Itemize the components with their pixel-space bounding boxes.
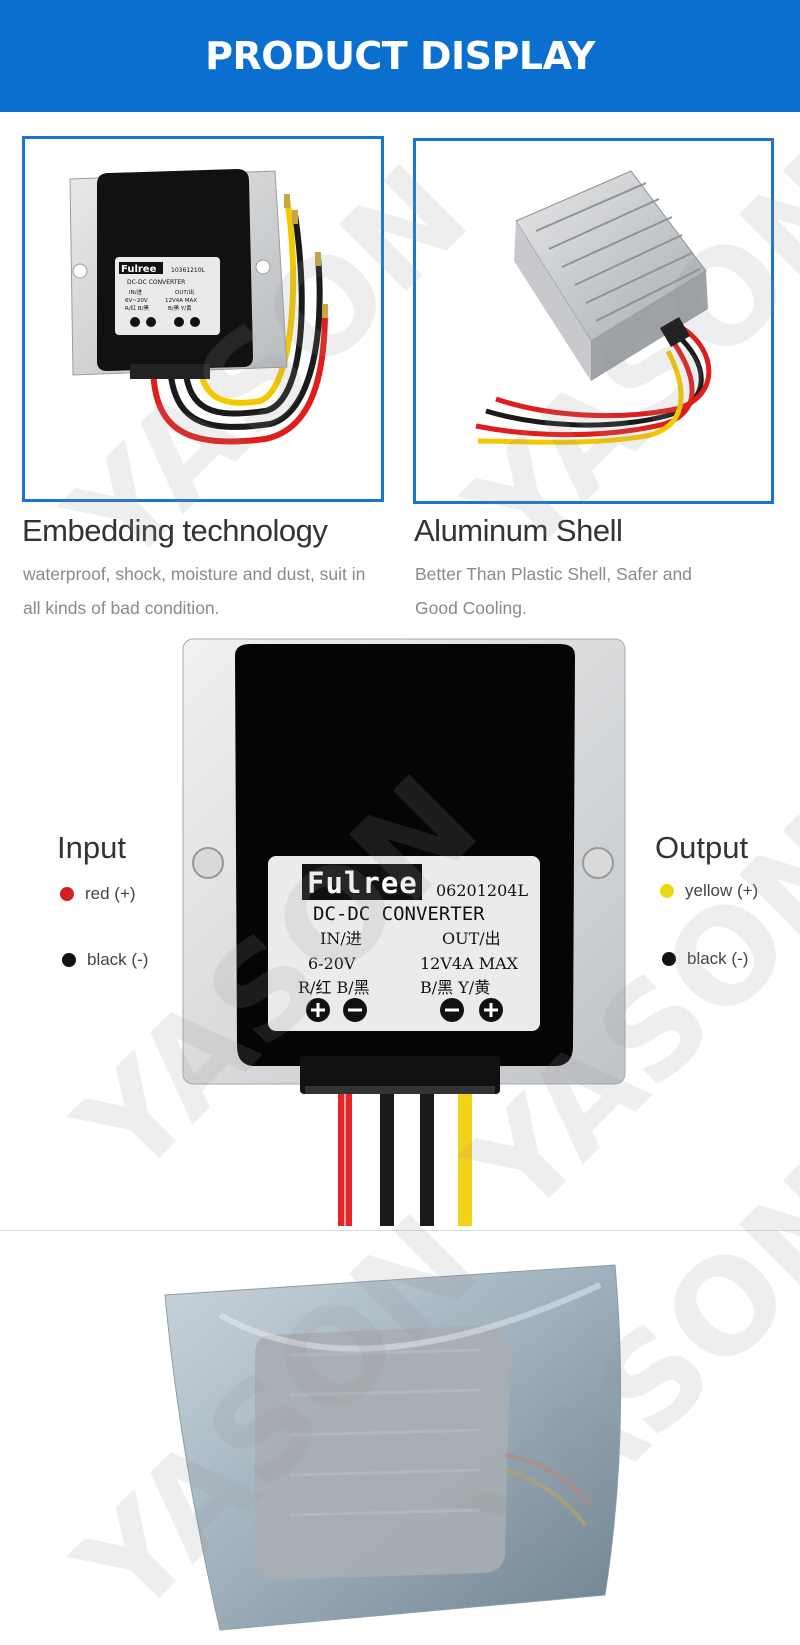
output-wire-black: black (-) [662,949,748,969]
output-title: Output [655,830,749,865]
svg-text:R/红 B/黑: R/红 B/黑 [298,978,370,997]
svg-text:12V4A MAX: 12V4A MAX [165,298,197,304]
black-dot-icon [662,952,676,966]
svg-text:Fulree: Fulree [307,866,418,900]
small-spec-label: Fulree 10361210L DC-DC CONVERTER IN/进 OU… [115,257,220,335]
svg-text:DC-DC CONVERTER: DC-DC CONVERTER [313,903,485,925]
svg-text:IN/进: IN/进 [129,288,143,296]
black-dot-icon [62,953,76,967]
svg-text:OUT/出: OUT/出 [175,288,194,296]
feature-desc-embedding: waterproof, shock, moisture and dust, su… [23,564,366,618]
svg-text:B/黑 Y/黄: B/黑 Y/黄 [420,978,490,997]
svg-text:IN/进: IN/进 [320,929,362,948]
input-title: Input [57,830,126,865]
yellow-dot-icon [660,884,674,898]
svg-text:12V4A MAX: 12V4A MAX [420,954,519,973]
page-title: PRODUCT DISPLAY [205,34,595,78]
svg-text:B/黑 Y/黄: B/黑 Y/黄 [168,304,192,312]
input-wire-black: black (-) [62,950,148,970]
feature-desc-aluminum: Better Than Plastic Shell, Safer and Goo… [415,564,692,618]
converter-photo-front: Fulree 10361210L DC-DC CONVERTER IN/进 OU… [69,169,328,445]
input-wire-red: red (+) [60,884,136,904]
section-divider [0,1230,800,1231]
svg-text:R/红 B/黑: R/红 B/黑 [125,304,150,312]
converter-photo-angled [475,170,712,445]
large-spec-label: Fulree 06201204L DC-DC CONVERTER IN/进 OU… [268,856,540,1031]
red-dot-icon [60,887,74,901]
svg-text:6V~20V: 6V~20V [125,298,148,304]
svg-text:6-20V: 6-20V [308,954,356,973]
header-banner: PRODUCT DISPLAY [0,0,800,112]
output-wire-yellow: yellow (+) [660,881,758,901]
packaged-product-photo [164,1264,622,1631]
svg-text:10361210L: 10361210L [171,267,206,274]
feature-title-aluminum: Aluminum Shell [414,513,623,548]
converter-photo-large: Fulree 06201204L DC-DC CONVERTER IN/进 OU… [182,638,626,1226]
svg-text:06201204L: 06201204L [436,881,528,900]
product-image-embedded: Fulree 10361210L DC-DC CONVERTER IN/进 OU… [22,136,384,502]
svg-text:Fulree: Fulree [121,264,157,275]
product-image-aluminum [413,138,774,504]
svg-text:DC-DC CONVERTER: DC-DC CONVERTER [127,279,185,286]
feature-title-embedding: Embedding technology [22,513,328,548]
svg-text:OUT/出: OUT/出 [442,929,501,948]
